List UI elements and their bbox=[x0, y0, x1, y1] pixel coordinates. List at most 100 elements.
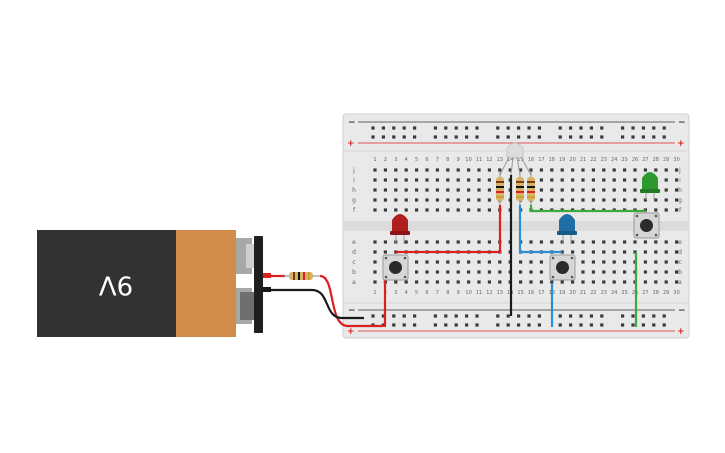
rail-hole[interactable] bbox=[527, 323, 531, 327]
rail-hole[interactable] bbox=[433, 126, 437, 130]
terminal-hole[interactable] bbox=[446, 178, 450, 182]
terminal-hole[interactable] bbox=[550, 280, 554, 284]
rail-hole[interactable] bbox=[631, 314, 635, 318]
terminal-hole[interactable] bbox=[487, 188, 491, 192]
terminal-hole[interactable] bbox=[643, 270, 647, 274]
terminal-hole[interactable] bbox=[602, 240, 606, 244]
rail-hole[interactable] bbox=[631, 126, 635, 130]
terminal-hole[interactable] bbox=[456, 240, 460, 244]
terminal-hole[interactable] bbox=[664, 178, 668, 182]
terminal-hole[interactable] bbox=[675, 188, 679, 192]
terminal-hole[interactable] bbox=[571, 198, 575, 202]
terminal-hole[interactable] bbox=[664, 168, 668, 172]
terminal-hole[interactable] bbox=[477, 240, 481, 244]
terminal-hole[interactable] bbox=[643, 280, 647, 284]
terminal-hole[interactable] bbox=[623, 270, 627, 274]
rail-hole[interactable] bbox=[381, 135, 385, 139]
terminal-hole[interactable] bbox=[550, 240, 554, 244]
terminal-hole[interactable] bbox=[643, 168, 647, 172]
terminal-hole[interactable] bbox=[581, 198, 585, 202]
terminal-hole[interactable] bbox=[581, 250, 585, 254]
terminal-hole[interactable] bbox=[591, 260, 595, 264]
terminal-hole[interactable] bbox=[664, 240, 668, 244]
rail-hole[interactable] bbox=[589, 126, 593, 130]
rail-hole[interactable] bbox=[621, 314, 625, 318]
terminal-hole[interactable] bbox=[415, 270, 419, 274]
terminal-hole[interactable] bbox=[425, 240, 429, 244]
rail-hole[interactable] bbox=[465, 323, 469, 327]
rail-hole[interactable] bbox=[641, 126, 645, 130]
terminal-hole[interactable] bbox=[435, 208, 439, 212]
rail-hole[interactable] bbox=[558, 135, 562, 139]
terminal-hole[interactable] bbox=[373, 208, 377, 212]
terminal-hole[interactable] bbox=[477, 208, 481, 212]
terminal-hole[interactable] bbox=[404, 168, 408, 172]
terminal-hole[interactable] bbox=[560, 250, 564, 254]
terminal-hole[interactable] bbox=[529, 270, 533, 274]
rail-hole[interactable] bbox=[381, 314, 385, 318]
terminal-hole[interactable] bbox=[571, 188, 575, 192]
terminal-hole[interactable] bbox=[435, 168, 439, 172]
terminal-hole[interactable] bbox=[373, 188, 377, 192]
terminal-hole[interactable] bbox=[404, 240, 408, 244]
terminal-hole[interactable] bbox=[425, 280, 429, 284]
terminal-hole[interactable] bbox=[404, 198, 408, 202]
terminal-hole[interactable] bbox=[612, 198, 616, 202]
terminal-hole[interactable] bbox=[456, 188, 460, 192]
terminal-hole[interactable] bbox=[612, 188, 616, 192]
terminal-hole[interactable] bbox=[612, 168, 616, 172]
rail-hole[interactable] bbox=[371, 314, 375, 318]
rail-hole[interactable] bbox=[496, 314, 500, 318]
terminal-hole[interactable] bbox=[404, 208, 408, 212]
rail-hole[interactable] bbox=[600, 314, 604, 318]
terminal-hole[interactable] bbox=[633, 198, 637, 202]
terminal-hole[interactable] bbox=[623, 198, 627, 202]
terminal-hole[interactable] bbox=[415, 168, 419, 172]
terminal-hole[interactable] bbox=[477, 198, 481, 202]
terminal-hole[interactable] bbox=[539, 260, 543, 264]
rail-hole[interactable] bbox=[496, 135, 500, 139]
terminal-hole[interactable] bbox=[487, 260, 491, 264]
rail-hole[interactable] bbox=[475, 314, 479, 318]
terminal-hole[interactable] bbox=[477, 270, 481, 274]
terminal-hole[interactable] bbox=[394, 208, 398, 212]
rail-hole[interactable] bbox=[631, 323, 635, 327]
terminal-hole[interactable] bbox=[602, 168, 606, 172]
rail-hole[interactable] bbox=[569, 126, 573, 130]
rail-hole[interactable] bbox=[527, 135, 531, 139]
terminal-hole[interactable] bbox=[446, 240, 450, 244]
terminal-hole[interactable] bbox=[394, 280, 398, 284]
terminal-hole[interactable] bbox=[508, 168, 512, 172]
terminal-hole[interactable] bbox=[560, 240, 564, 244]
rail-hole[interactable] bbox=[433, 323, 437, 327]
terminal-hole[interactable] bbox=[602, 270, 606, 274]
terminal-hole[interactable] bbox=[591, 168, 595, 172]
terminal-hole[interactable] bbox=[675, 198, 679, 202]
rail-hole[interactable] bbox=[454, 135, 458, 139]
rail-hole[interactable] bbox=[475, 135, 479, 139]
terminal-hole[interactable] bbox=[539, 280, 543, 284]
terminal-hole[interactable] bbox=[467, 178, 471, 182]
terminal-hole[interactable] bbox=[571, 168, 575, 172]
terminal-hole[interactable] bbox=[633, 168, 637, 172]
terminal-hole[interactable] bbox=[675, 240, 679, 244]
terminal-hole[interactable] bbox=[654, 198, 658, 202]
terminal-hole[interactable] bbox=[675, 168, 679, 172]
rail-hole[interactable] bbox=[402, 323, 406, 327]
rail-hole[interactable] bbox=[641, 323, 645, 327]
terminal-hole[interactable] bbox=[675, 208, 679, 212]
rail-hole[interactable] bbox=[652, 126, 656, 130]
terminal-hole[interactable] bbox=[498, 168, 502, 172]
rail-hole[interactable] bbox=[402, 126, 406, 130]
terminal-hole[interactable] bbox=[602, 198, 606, 202]
terminal-hole[interactable] bbox=[415, 208, 419, 212]
terminal-hole[interactable] bbox=[654, 250, 658, 254]
terminal-hole[interactable] bbox=[550, 198, 554, 202]
terminal-hole[interactable] bbox=[643, 250, 647, 254]
rail-hole[interactable] bbox=[537, 314, 541, 318]
terminal-hole[interactable] bbox=[612, 178, 616, 182]
terminal-hole[interactable] bbox=[425, 168, 429, 172]
rail-hole[interactable] bbox=[413, 126, 417, 130]
terminal-hole[interactable] bbox=[373, 260, 377, 264]
